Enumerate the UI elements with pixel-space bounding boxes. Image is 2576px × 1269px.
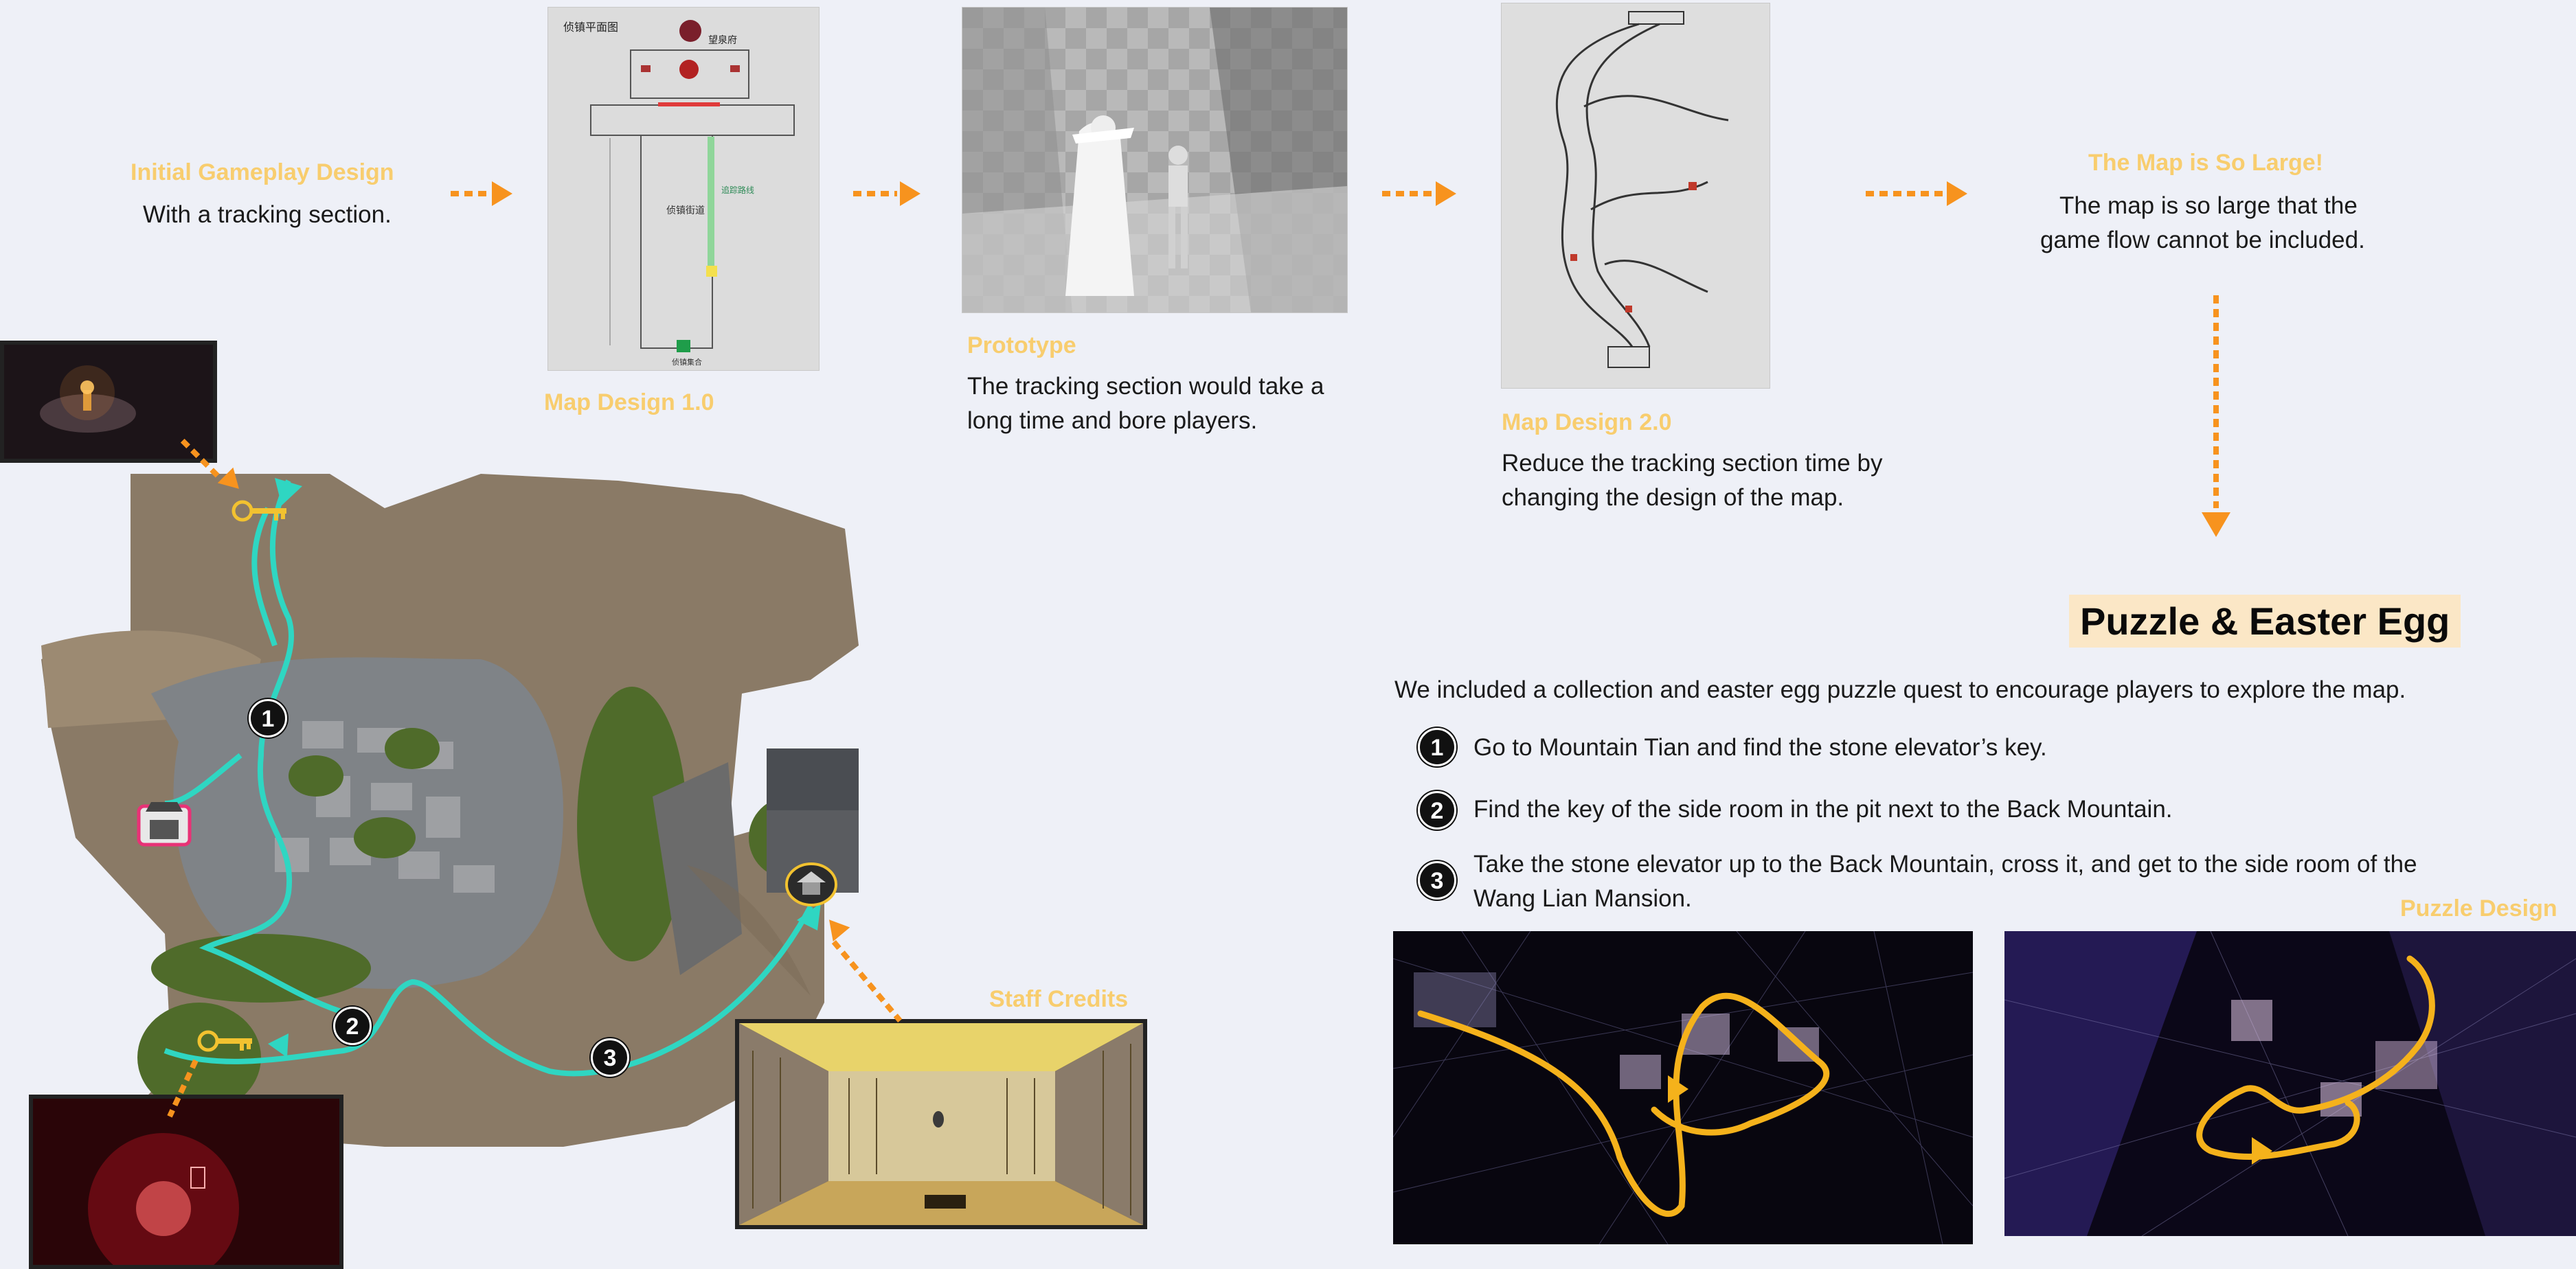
key-icon [230, 496, 292, 529]
puzzle-item-2-text: Find the key of the side room in the pit… [1473, 796, 2173, 823]
step1-title: Initial Gameplay Design [131, 159, 394, 185]
map-marker-1: 1 [249, 699, 287, 738]
doc-side: 侦镇街道 [666, 205, 705, 216]
map-design-1-image: 侦镇平面图 望泉府 追踪路线 侦镇街道 侦镇集合 [547, 7, 820, 371]
staff-credits-label: Staff Credits [989, 986, 1129, 1012]
arrowhead-icon [492, 181, 512, 206]
torch-room-image [0, 341, 217, 463]
map-design-2-text-1: Reduce the tracking section time by [1502, 450, 1883, 477]
arrowhead-icon [1436, 181, 1456, 206]
doc-label: 望泉府 [708, 34, 737, 46]
puzzle-item-3-text-1: Take the stone elevator up to the Back M… [1473, 851, 2417, 878]
puzzle-intro: We included a collection and easter egg … [1394, 676, 2406, 703]
puzzle-item-1-text: Go to Mountain Tian and find the stone e… [1473, 734, 2047, 761]
flow-arrow-1 [451, 191, 489, 196]
map-large-text-1: The map is so large that the [2059, 192, 2358, 219]
map-design-2-text-2: changing the design of the map. [1502, 484, 1844, 511]
flow-arrow-4 [1866, 191, 1944, 196]
doc-title: 侦镇平面图 [563, 21, 618, 34]
prototype-image [962, 7, 1348, 313]
flow-arrow-3 [1382, 191, 1433, 196]
doc-note: 追踪路线 [721, 185, 754, 195]
arrowhead-icon [2202, 512, 2230, 537]
puzzle-item-2-number: 2 [1418, 791, 1456, 830]
flow-arrow-down [2213, 295, 2219, 508]
map-large-title: The Map is So Large! [2088, 150, 2323, 176]
puzzle-item-3-text-2: Wang Lian Mansion. [1473, 885, 1692, 912]
doc-bottom: 侦镇集合 [672, 357, 702, 367]
step1-text: With a tracking section. [143, 201, 392, 228]
map-marker-3: 3 [591, 1038, 629, 1077]
staff-credits-image [735, 1019, 1147, 1229]
flow-arrow-2 [853, 191, 897, 196]
red-room-image [29, 1095, 343, 1269]
map-large-text-2: game flow cannot be included. [2040, 227, 2365, 253]
map-design-1-caption: Map Design 1.0 [544, 389, 714, 415]
puzzle-item-3-number: 3 [1418, 861, 1456, 900]
map-marker-2: 2 [333, 1007, 372, 1045]
map-design-2-image [1501, 3, 1770, 389]
puzzle-heading-text: Puzzle & Easter Egg [2080, 599, 2450, 643]
puzzle-design-image-1 [1393, 931, 1973, 1244]
arrowhead-icon [900, 181, 920, 206]
arrowhead-icon [1947, 181, 1967, 206]
level-map [0, 453, 866, 1154]
gate-icon [136, 798, 192, 851]
puzzle-heading: Puzzle & Easter Egg [2069, 595, 2461, 648]
puzzle-item-1-number: 1 [1418, 728, 1456, 766]
key-icon [196, 1026, 258, 1060]
prototype-text-1: The tracking section would take a [967, 373, 1324, 400]
temple-icon [784, 862, 838, 911]
map-design-2-title: Map Design 2.0 [1502, 409, 1672, 435]
prototype-title: Prototype [967, 332, 1076, 358]
puzzle-design-image-2 [2004, 931, 2576, 1236]
prototype-text-2: long time and bore players. [967, 407, 1258, 434]
puzzle-design-label: Puzzle Design [2400, 895, 2557, 922]
